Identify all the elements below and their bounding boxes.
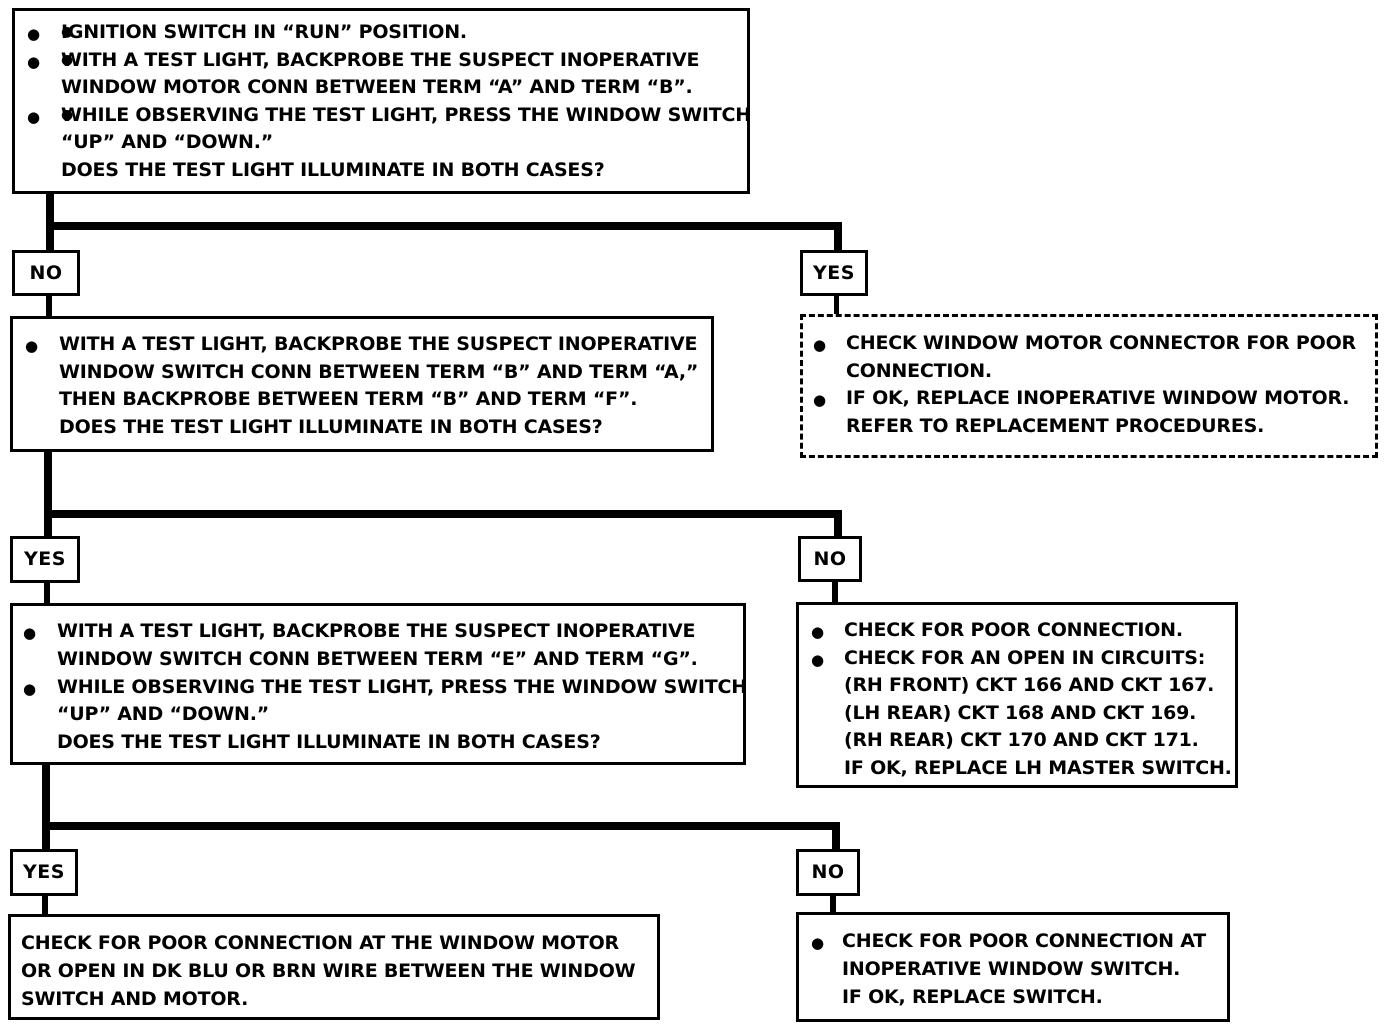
connector-yes2-to-step3 bbox=[44, 581, 50, 605]
step1-bullet-2: ● bbox=[27, 53, 41, 71]
step1-line-3: WINDOW MOTOR CONN BETWEEN TERM “A” AND T… bbox=[61, 76, 693, 98]
step1-line-6: DOES THE TEST LIGHT ILLUMINATE IN BOTH C… bbox=[61, 159, 605, 181]
connector-step3-bar bbox=[42, 822, 840, 830]
step2-no-line-2: CHECK FOR AN OPEN IN CIRCUITS: bbox=[844, 647, 1206, 669]
step1-bullet-1: ● bbox=[27, 25, 41, 43]
step2-no-bullet-2: ● bbox=[811, 651, 825, 669]
step2-no-line-1: CHECK FOR POOR CONNECTION. bbox=[844, 619, 1183, 641]
step3-yes-line-3: SWITCH AND MOTOR. bbox=[21, 988, 249, 1010]
step3-line-2: WINDOW SWITCH CONN BETWEEN TERM “E” AND … bbox=[57, 648, 698, 670]
step2-no-line-6: IF OK, REPLACE LH MASTER SWITCH. bbox=[844, 757, 1232, 779]
connector-no1-to-step2 bbox=[46, 294, 52, 318]
step1-yes-bullet-1: ● bbox=[813, 336, 827, 354]
step2-line-1: WITH A TEST LIGHT, BACKPROBE THE SUSPECT… bbox=[59, 333, 698, 355]
step2-no-bullet-1: ● bbox=[811, 623, 825, 641]
step3-no-line-1: CHECK FOR POOR CONNECTION AT bbox=[842, 930, 1207, 952]
step2-bullet-1: ● bbox=[25, 337, 39, 355]
connector-step3-no-drop bbox=[832, 822, 840, 852]
label-no-1: NO bbox=[12, 250, 80, 296]
connector-yes3-to-box bbox=[42, 894, 48, 916]
step1-line-4: WHILE OBSERVING THE TEST LIGHT, PRESS TH… bbox=[61, 102, 751, 130]
step2-line-2: WINDOW SWITCH CONN BETWEEN TERM “B” AND … bbox=[59, 361, 699, 383]
step3-no-result-box: CHECK FOR POOR CONNECTION AT INOPERATIVE… bbox=[796, 912, 1230, 1022]
step3-line-3: WHILE OBSERVING THE TEST LIGHT, PRESS TH… bbox=[57, 676, 747, 698]
step2-no-line-4: (LH REAR) CKT 168 AND CKT 169. bbox=[844, 702, 1197, 724]
step3-yes-line-2: OR OPEN IN DK BLU OR BRN WIRE BETWEEN TH… bbox=[21, 960, 636, 982]
step1-bullet-3: ● bbox=[27, 108, 41, 126]
step3-yes-result-box: CHECK FOR POOR CONNECTION AT THE WINDOW … bbox=[8, 914, 660, 1020]
step1-line-2: WITH A TEST LIGHT, BACKPROBE THE SUSPECT… bbox=[61, 47, 699, 75]
connector-step1-bar bbox=[46, 222, 842, 230]
connector-no2-to-box bbox=[832, 580, 838, 604]
label-yes-3: YES bbox=[10, 849, 78, 896]
step2-line-4: DOES THE TEST LIGHT ILLUMINATE IN BOTH C… bbox=[59, 416, 603, 438]
label-no-2: NO bbox=[798, 536, 862, 582]
connector-no3-to-box bbox=[830, 894, 836, 916]
step2-box: WITH A TEST LIGHT, BACKPROBE THE SUSPECT… bbox=[10, 316, 714, 452]
step2-no-result-box: CHECK FOR POOR CONNECTION. CHECK FOR AN … bbox=[796, 602, 1238, 788]
connector-step1-yes-drop bbox=[834, 222, 842, 252]
label-yes-2: YES bbox=[10, 536, 80, 583]
step2-no-line-5: (RH REAR) CKT 170 AND CKT 171. bbox=[844, 729, 1199, 751]
step1-yes-line-4: REFER TO REPLACEMENT PROCEDURES. bbox=[846, 415, 1265, 437]
step1-yes-bullet-2: ● bbox=[813, 391, 827, 409]
step1-yes-line-1: CHECK WINDOW MOTOR CONNECTOR FOR POOR bbox=[846, 332, 1356, 354]
step1-yes-line-3: IF OK, REPLACE INOPERATIVE WINDOW MOTOR. bbox=[846, 387, 1350, 409]
step3-line-1: WITH A TEST LIGHT, BACKPROBE THE SUSPECT… bbox=[57, 620, 696, 642]
step3-bullet-1: ● bbox=[23, 624, 37, 642]
step1-yes-line-2: CONNECTION. bbox=[846, 360, 992, 382]
step3-line-5: DOES THE TEST LIGHT ILLUMINATE IN BOTH C… bbox=[57, 731, 601, 753]
step1-box: IGNITION SWITCH IN “RUN” POSITION. WITH … bbox=[12, 8, 751, 194]
step3-no-line-2: INOPERATIVE WINDOW SWITCH. bbox=[842, 958, 1181, 980]
step1-line-1: IGNITION SWITCH IN “RUN” POSITION. bbox=[61, 19, 467, 47]
step3-yes-line-1: CHECK FOR POOR CONNECTION AT THE WINDOW … bbox=[21, 932, 619, 954]
step1-yes-result-box: CHECK WINDOW MOTOR CONNECTOR FOR POOR CO… bbox=[800, 314, 1378, 458]
connector-step3-trunk bbox=[42, 762, 50, 852]
step2-line-3: THEN BACKPROBE BETWEEN TERM “B” AND TERM… bbox=[59, 388, 638, 410]
step3-box: WITH A TEST LIGHT, BACKPROBE THE SUSPECT… bbox=[10, 603, 747, 765]
step3-bullet-2: ● bbox=[23, 680, 37, 698]
step1-line-5: “UP” AND “DOWN.” bbox=[61, 131, 274, 153]
connector-step2-bar bbox=[44, 510, 842, 518]
connector-step2-trunk bbox=[44, 450, 52, 538]
connector-step2-no-drop bbox=[834, 510, 842, 538]
connector-yes1-to-box bbox=[834, 294, 839, 316]
step3-no-line-3: IF OK, REPLACE SWITCH. bbox=[842, 986, 1103, 1008]
step3-no-bullet-1: ● bbox=[811, 934, 825, 952]
step3-line-4: “UP” AND “DOWN.” bbox=[57, 703, 270, 725]
step2-no-line-3: (RH FRONT) CKT 166 AND CKT 167. bbox=[844, 674, 1215, 696]
label-no-3: NO bbox=[796, 849, 860, 896]
label-yes-1: YES bbox=[800, 250, 868, 296]
